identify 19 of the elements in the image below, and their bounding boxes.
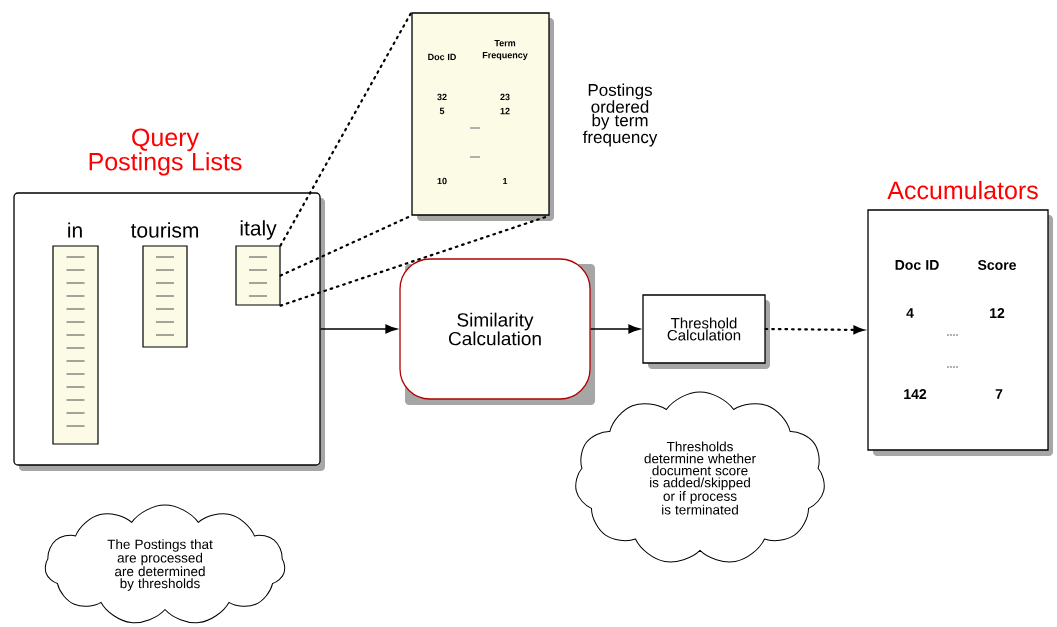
node-label: Accumulators [887,180,1038,200]
thought-cloud: Thresholds determine whether document score is added/skipped or if process is terminated [575,391,825,563]
accumulator-box: Accumulators Doc ID Score 4 12 142 7 [867,180,1053,456]
node-label: in [68,222,82,238]
postings-list: tourism [130,222,199,348]
postings-detail-box: Doc ID Term Frequency 32 23 5 12 10 1 [411,12,554,221]
arrow [320,324,398,334]
leader-line [279,11,413,247]
thought-cloud: The Postings that are processed are determined by thresholds [44,504,286,624]
arrow [764,325,864,335]
arrow [590,324,641,334]
process-box: Similarity Calculation [399,258,595,405]
process-box: Threshold Calculation [642,294,770,369]
node-label: tourism [130,222,199,238]
node-label: Postings ordered by term frequency [582,83,658,147]
postings-list: in [52,222,99,445]
node-label: Query Postings Lists [89,128,242,176]
node-label: italy [240,220,277,240]
postings-list: italy [235,220,281,306]
